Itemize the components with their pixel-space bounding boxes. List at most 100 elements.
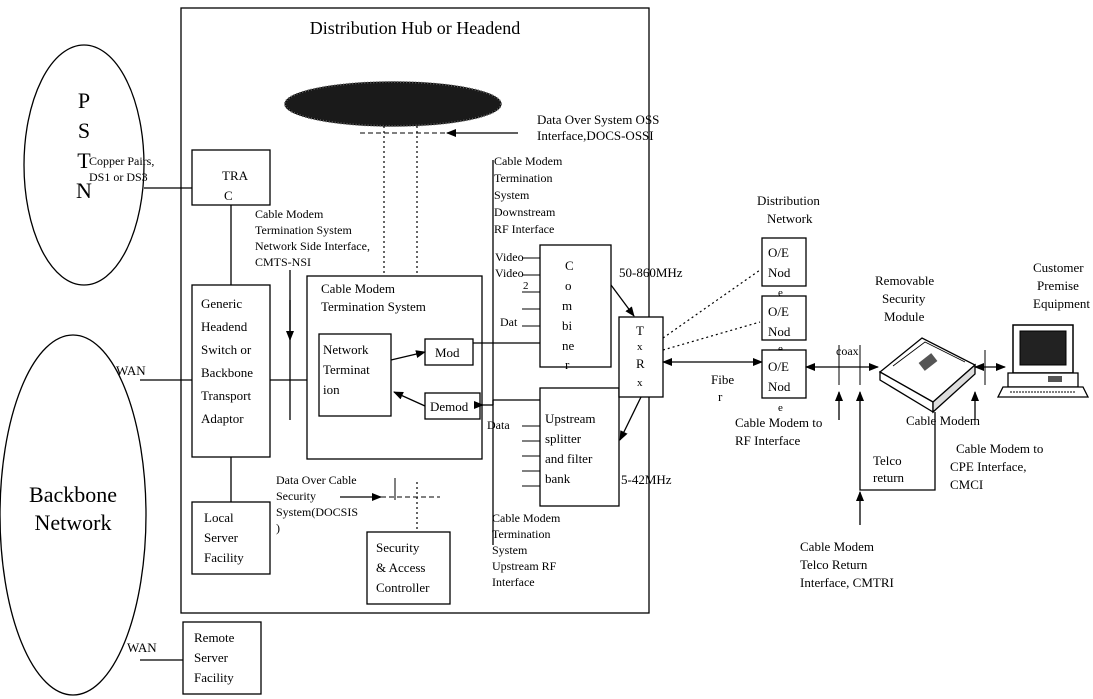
security-controller-label: & Access	[376, 560, 425, 575]
oe-node-label: O/E	[768, 359, 789, 374]
docsis-label: Data Over Cable	[276, 473, 357, 487]
combiner-label: ne	[562, 338, 575, 353]
upstream-splitter-label: and filter	[545, 451, 593, 466]
removable-security-label: Module	[884, 309, 925, 324]
pstn-letter: S	[78, 118, 90, 143]
cmts-nsi-label: Network Side Interface,	[255, 239, 370, 253]
oe-node-label: O/E	[768, 304, 789, 319]
oss-label: Interface,DOCS-OSSI	[537, 128, 654, 143]
customer-premise-label: Equipment	[1033, 296, 1090, 311]
oe-node-label: Nod	[768, 379, 791, 394]
cmts-us-rf-label: Cable Modem	[492, 511, 561, 525]
computer-icon	[996, 324, 1090, 398]
cmts-us-rf-label: Termination	[492, 527, 550, 541]
cm-rf-label: Cable Modem to	[735, 415, 822, 430]
docsis-label: System(DOCSIS	[276, 505, 358, 519]
pstn-letter: P	[78, 88, 90, 113]
generic-switch-label: Generic	[201, 296, 242, 311]
network-termination-label: ion	[323, 382, 340, 397]
cmci-label: Cable Modem to	[956, 441, 1043, 456]
cmts-box	[306, 275, 483, 460]
fiber-label: r	[718, 389, 723, 404]
data-up-label: Data	[487, 418, 510, 432]
cmts-ds-rf-label: Cable Modem	[494, 154, 563, 168]
local-server-box	[191, 501, 271, 575]
copper-label: DS1 or DS3	[89, 170, 148, 184]
upstream-splitter-label: bank	[545, 471, 571, 486]
mod-box	[424, 338, 474, 366]
wan-bottom-label: WAN	[127, 640, 157, 655]
video2-label: Video	[495, 266, 524, 280]
upstream-splitter-box	[539, 387, 620, 507]
security-controller-box	[366, 531, 451, 605]
trac-label: TRA	[222, 168, 249, 183]
cmts-nsi-label: Termination System	[255, 223, 352, 237]
upstream-splitter-label: Upstream	[545, 411, 596, 426]
coax-label: coax	[836, 344, 859, 358]
removable-security-label: Removable	[875, 273, 934, 288]
oe-node-label: O/E	[768, 245, 789, 260]
cmts-label: Termination System	[321, 299, 426, 314]
upstream-splitter-label: splitter	[545, 431, 582, 446]
combiner-box	[539, 244, 612, 368]
cmtri-label: Interface, CMTRI	[800, 575, 894, 590]
combiner-label: o	[565, 278, 572, 293]
cmts-ds-rf-label: RF Interface	[494, 222, 554, 236]
cmts-us-rf-label: System	[492, 543, 528, 557]
oe-node-label: Nod	[768, 265, 791, 280]
pstn-letter: N	[76, 178, 92, 203]
combiner-label: r	[565, 357, 570, 372]
dat-label: Dat	[500, 315, 518, 329]
cmts-ds-rf-label: Termination	[494, 171, 552, 185]
copper-label: Copper Pairs,	[89, 154, 154, 168]
video1-label: Video	[495, 250, 524, 264]
txrx-label: x	[637, 341, 643, 353]
oe-node-box	[761, 349, 807, 399]
backbone-label: Backbone	[29, 482, 117, 507]
txrx-label: x	[637, 377, 643, 389]
customer-premise-label: Customer	[1033, 260, 1084, 275]
generic-switch-label: Transport	[201, 388, 251, 403]
cmtri-label: Cable Modem	[800, 539, 874, 554]
combiner-label: C	[565, 258, 574, 273]
distribution-network-label: Distribution	[757, 193, 820, 208]
removable-security-label: Security	[882, 291, 926, 306]
generic-switch-label: Headend	[201, 319, 248, 334]
remote-server-box	[182, 621, 262, 695]
txrx-box	[618, 316, 664, 398]
trac-label: C	[224, 188, 233, 203]
customer-premise-label: Premise	[1037, 278, 1079, 293]
wan-top-label: WAN	[116, 363, 146, 378]
network-termination-label: Network	[323, 342, 369, 357]
cmci-label: CMCI	[950, 477, 983, 492]
local-server-label: Local	[204, 510, 234, 525]
network-termination-box	[318, 333, 392, 417]
txrx-label: T	[636, 323, 644, 338]
remote-server-label: Server	[194, 650, 229, 665]
generic-switch-label: Backbone	[201, 365, 253, 380]
backbone-network-ellipse	[0, 334, 147, 696]
cmts-nsi-label: Cable Modem	[255, 207, 324, 221]
network-termination-label: Terminat	[323, 362, 370, 377]
cmts-us-rf-label: Interface	[492, 575, 535, 589]
docsis-label: )	[276, 521, 280, 535]
demod-label: Demod	[430, 399, 469, 414]
cmci-label: CPE Interface,	[950, 459, 1027, 474]
freq-up-label: 5-42MHz	[621, 472, 672, 487]
telco-return-label: return	[873, 470, 905, 485]
cmtri-label: Telco Return	[800, 557, 868, 572]
remote-server-label: Remote	[194, 630, 235, 645]
backbone-label: Network	[35, 510, 112, 535]
combiner-label: bi	[562, 318, 573, 333]
oe-node-box	[761, 237, 807, 287]
cmts-ds-rf-label: Downstream	[494, 205, 556, 219]
oe-node-label: e	[778, 287, 783, 299]
freq-down-label: 50-860MHz	[619, 265, 683, 280]
distribution-network-label: Network	[767, 211, 813, 226]
demod-box	[424, 392, 481, 420]
local-server-label: Server	[204, 530, 239, 545]
fiber-label: Fibe	[711, 372, 734, 387]
cable-modem-device	[878, 337, 977, 414]
oe-node-label: e	[778, 343, 783, 355]
